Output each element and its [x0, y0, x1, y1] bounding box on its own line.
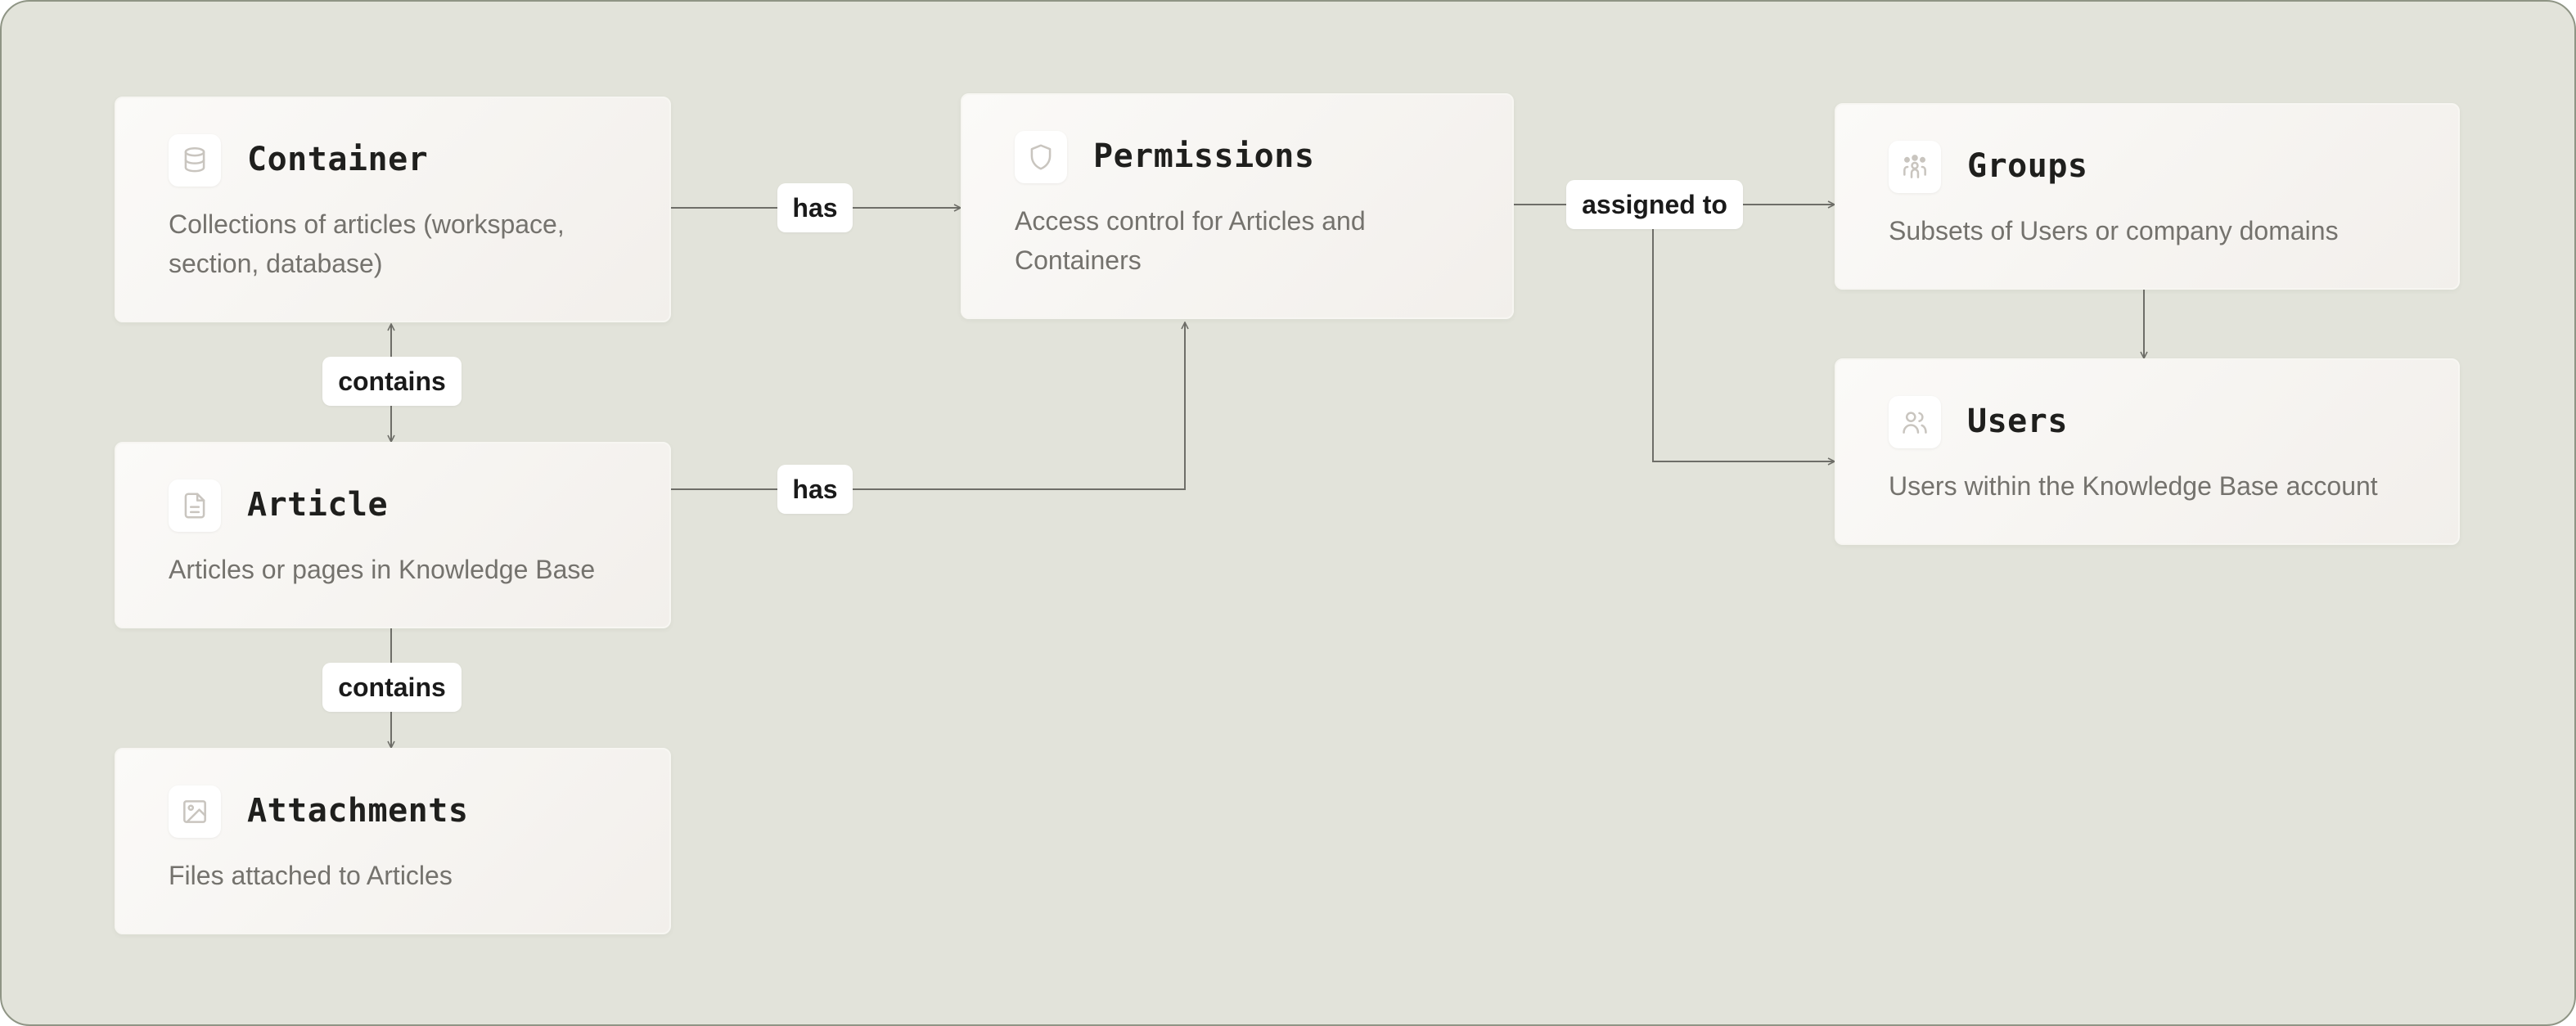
- edge-label-article-permissions: has: [777, 465, 853, 514]
- node-groups[interactable]: Groups Subsets of Users or company domai…: [1835, 103, 2460, 290]
- node-description: Files attached to Articles: [169, 861, 453, 890]
- node-title: Permissions: [1093, 137, 1315, 175]
- database-icon: [169, 134, 221, 187]
- node-title: Container: [247, 141, 429, 178]
- edge-label-container-article: contains: [322, 357, 462, 406]
- node-title: Groups: [1967, 147, 2088, 185]
- node-attachments[interactable]: Attachments Files attached to Articles: [115, 748, 671, 934]
- node-description: Articles or pages in Knowledge Base: [169, 555, 596, 584]
- shield-icon: [1015, 131, 1067, 183]
- document-icon: [169, 479, 221, 532]
- node-article[interactable]: Article Articles or pages in Knowledge B…: [115, 442, 671, 628]
- node-permissions[interactable]: Permissions Access control for Articles …: [961, 93, 1514, 319]
- edge-label-article-attachments: contains: [322, 663, 462, 712]
- node-description: Collections of articles (workspace, sect…: [169, 209, 565, 278]
- node-title: Users: [1967, 403, 2068, 440]
- node-users[interactable]: Users Users within the Knowledge Base ac…: [1835, 358, 2460, 545]
- node-description: Users within the Knowledge Base account: [1889, 471, 2378, 501]
- node-title: Attachments: [247, 792, 469, 830]
- edge-article-permissions: [671, 322, 1185, 490]
- edge-label-container-permissions: has: [777, 183, 853, 232]
- edge-label-permissions-assigned: assigned to: [1566, 180, 1743, 229]
- node-container[interactable]: Container Collections of articles (works…: [115, 97, 671, 322]
- node-description: Access control for Articles and Containe…: [1015, 206, 1366, 275]
- node-title: Article: [247, 486, 389, 524]
- image-icon: [169, 785, 221, 838]
- node-description: Subsets of Users or company domains: [1889, 216, 2339, 245]
- group-icon: [1889, 141, 1941, 193]
- edge-permissions-users: [1652, 205, 1835, 461]
- users-icon: [1889, 396, 1941, 448]
